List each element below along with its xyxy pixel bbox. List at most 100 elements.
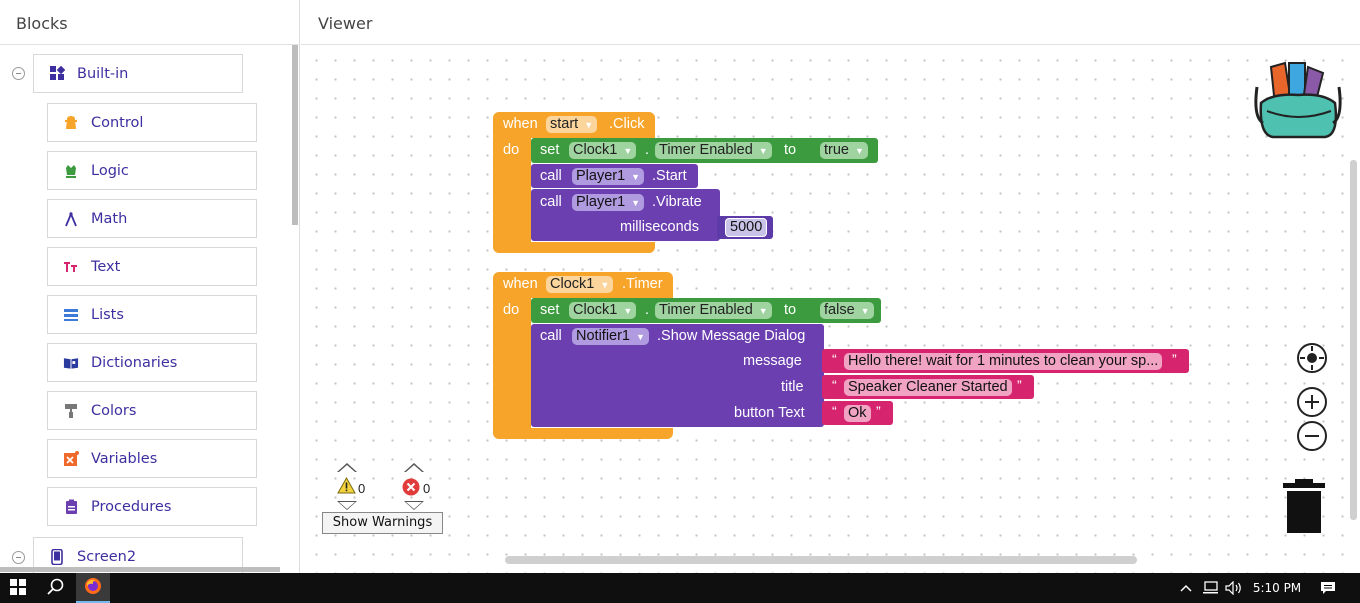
category-math-label: Math <box>91 210 128 227</box>
button-text-param-label: button Text <box>734 405 805 421</box>
dropdown-arrow-icon: ▼ <box>636 332 645 342</box>
builtin-label: Built-in <box>77 65 129 82</box>
zoom-out-icon[interactable] <box>1297 421 1327 451</box>
show-warnings-button[interactable]: Show Warnings <box>322 512 443 534</box>
to-label: to <box>784 302 797 318</box>
set-component-name: Clock1 <box>573 302 618 318</box>
taskbar: 5:10 PM <box>0 573 1360 603</box>
viewer-title: Viewer <box>318 14 373 33</box>
category-variables[interactable]: Variables <box>47 439 257 478</box>
collapse-screen-icon[interactable] <box>12 551 25 564</box>
boolean-false-dropdown[interactable]: false ▼ <box>820 302 874 319</box>
set-component-name: Clock1 <box>573 142 618 158</box>
boolean-true-dropdown[interactable]: true▼ <box>820 142 868 159</box>
start-method-label: .Start <box>652 168 687 184</box>
open-quote: “ <box>832 377 837 393</box>
viewer-panel: Viewer when start ▼ .Click do set Clock1 ▼… <box>301 0 1360 573</box>
search-button[interactable] <box>36 573 74 603</box>
blocks-scrollbar[interactable] <box>292 45 298 225</box>
boolean-value: false <box>824 302 855 318</box>
collapse-builtin-icon[interactable] <box>12 67 25 80</box>
builtin-category[interactable]: Built-in <box>33 54 243 93</box>
clock-component-dropdown[interactable]: Clock1▼ <box>546 276 614 293</box>
blocks-panel-title: Blocks <box>16 14 68 33</box>
milliseconds-label: milliseconds <box>620 219 699 235</box>
start-component-dropdown[interactable]: start ▼ <box>546 116 598 133</box>
number-value-field[interactable]: 5000 <box>725 218 768 237</box>
title-param-label: title <box>781 379 804 395</box>
trash-can-icon[interactable] <box>1283 479 1325 540</box>
viewer-divider <box>301 44 1360 45</box>
dropdown-arrow-icon: ▼ <box>758 306 768 316</box>
notifier-component-dropdown[interactable]: Notifier1▼ <box>572 328 649 345</box>
category-lists[interactable]: Lists <box>47 295 257 334</box>
start-component-name: start <box>550 116 579 132</box>
category-logic-label: Logic <box>91 162 129 179</box>
when-label: when <box>503 276 538 292</box>
category-variables-label: Variables <box>91 450 158 467</box>
control-icon <box>63 115 79 131</box>
clock-component-name: Clock1 <box>550 276 595 292</box>
click-event-label: .Click <box>609 116 645 132</box>
backpack-icon[interactable] <box>1253 57 1343 148</box>
dropdown-arrow-icon: ▼ <box>855 146 864 156</box>
property-dropdown[interactable]: Timer Enabled▼ <box>655 302 772 319</box>
event-footer <box>493 242 655 253</box>
volume-icon[interactable] <box>1222 573 1246 603</box>
player-component-dropdown[interactable]: Player1▼ <box>572 168 645 185</box>
open-quote: “ <box>832 351 837 367</box>
close-quote: ” <box>1017 377 1022 393</box>
vibrate-method-label: .Vibrate <box>652 194 702 210</box>
workspace-vertical-scrollbar[interactable] <box>1350 160 1357 520</box>
logic-icon <box>63 163 79 179</box>
blocks-workspace[interactable]: when start ▼ .Click do set Clock1 ▼ . Time… <box>301 45 1360 573</box>
warning-prev-arrow-icon[interactable] <box>337 463 357 472</box>
dot-label: . <box>645 142 650 158</box>
category-control[interactable]: Control <box>47 103 257 142</box>
warning-count: 0 <box>358 481 366 496</box>
show-hidden-icons-icon[interactable] <box>1176 573 1196 603</box>
dropdown-arrow-icon: ▼ <box>860 306 870 316</box>
set-component-dropdown[interactable]: Clock1 ▼ <box>569 302 637 319</box>
timer-event-label: .Timer <box>622 276 663 292</box>
workspace-horizontal-scrollbar[interactable] <box>505 556 1137 564</box>
notifications-icon[interactable] <box>1314 573 1342 603</box>
call-label: call <box>540 194 562 210</box>
category-math[interactable]: Math <box>47 199 257 238</box>
player-component-name: Player1 <box>576 168 626 184</box>
set-component-dropdown[interactable]: Clock1▼ <box>569 142 637 159</box>
property-name: Timer Enabled <box>659 142 753 158</box>
button-text-field[interactable]: Ok <box>844 405 871 422</box>
warning-next-arrow-icon[interactable] <box>337 501 357 510</box>
category-procedures-label: Procedures <box>91 498 172 515</box>
blocks-horizontal-scrollbar[interactable] <box>0 567 280 572</box>
message-text-field[interactable]: Hello there! wait for 1 minutes to clean… <box>844 353 1163 370</box>
procedures-icon <box>63 499 79 515</box>
error-prev-arrow-icon[interactable] <box>404 463 424 472</box>
event-footer <box>493 428 673 439</box>
category-dictionaries[interactable]: Dictionaries <box>47 343 257 382</box>
category-colors-label: Colors <box>91 402 137 419</box>
error-next-arrow-icon[interactable] <box>404 501 424 510</box>
app-window: Blocks Built-in Control Logic Math <box>0 0 1360 573</box>
category-logic[interactable]: Logic <box>47 151 257 190</box>
category-colors[interactable]: Colors <box>47 391 257 430</box>
zoom-in-icon[interactable] <box>1297 387 1327 417</box>
firefox-taskbar-button[interactable] <box>76 573 110 603</box>
recenter-icon[interactable] <box>1297 343 1327 373</box>
open-quote: “ <box>832 403 837 419</box>
title-text-field[interactable]: Speaker Cleaner Started <box>844 379 1012 396</box>
start-button[interactable] <box>0 573 36 603</box>
do-label: do <box>503 302 520 318</box>
network-icon[interactable] <box>1198 573 1222 603</box>
player-component-dropdown[interactable]: Player1▼ <box>572 194 645 211</box>
error-count: 0 <box>423 481 431 496</box>
property-dropdown[interactable]: Timer Enabled▼ <box>655 142 772 159</box>
do-label: do <box>503 142 520 158</box>
dropdown-arrow-icon: ▼ <box>623 306 633 316</box>
dropdown-arrow-icon: ▼ <box>584 120 594 130</box>
category-text[interactable]: Text <box>47 247 257 286</box>
set-label: set <box>540 302 560 318</box>
clock-time[interactable]: 5:10 PM <box>1252 581 1302 595</box>
category-procedures[interactable]: Procedures <box>47 487 257 526</box>
